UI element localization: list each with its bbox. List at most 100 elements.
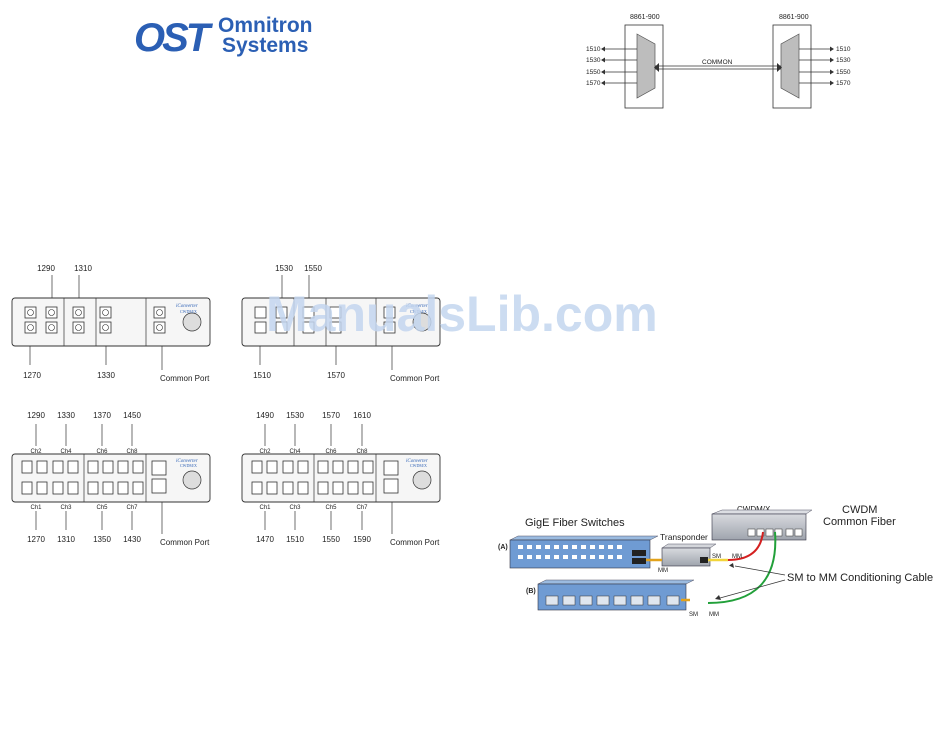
switches-label: GigE Fiber Switches <box>525 517 625 529</box>
switch-a-body <box>509 539 651 569</box>
top-ch-1: Ch2 <box>30 449 42 455</box>
left-port-4: 1570 <box>586 80 601 87</box>
unit-right-prism <box>780 33 800 99</box>
bottom-ch-2: Ch3 <box>60 505 72 511</box>
bottom-label-2: 1570 <box>327 371 345 380</box>
top-label-4: 1610 <box>353 411 371 420</box>
switch-b-body <box>537 583 687 611</box>
bottom-label-1: 1470 <box>256 535 274 544</box>
cwdm-label: CWDM/X <box>737 505 771 514</box>
logo-line1: Omnitron <box>218 14 313 37</box>
bottom-ch-3: Ch5 <box>96 505 108 511</box>
bottom-label-1: 1510 <box>253 371 271 380</box>
top-ch-2: Ch4 <box>60 449 72 455</box>
panel-8ch-a: iConverter CWDM/X 1290 1330 1370 1450 Ch… <box>11 411 211 547</box>
logo-mark: OST <box>134 16 214 60</box>
bottom-label-3: 1350 <box>93 535 111 544</box>
bottom-label-1: 1270 <box>23 371 41 380</box>
panel-model: CWDM/X <box>180 309 197 314</box>
mux-diagram: 8861-900 8861-900 COMMON 1510 1530 1550 … <box>586 14 851 109</box>
unit-left-prism <box>636 33 656 99</box>
mm-label-3: MM <box>709 612 719 618</box>
right-port-arrows <box>799 46 834 86</box>
switch-b-top <box>537 579 695 585</box>
bottom-ch-1: Ch1 <box>30 505 42 511</box>
top-label-1: 1530 <box>275 264 293 273</box>
bottom-label-5: Common Port <box>160 538 210 547</box>
transponder-label: Transponder <box>660 532 708 542</box>
switch-a-top <box>509 535 659 541</box>
sm-label-1: SM <box>712 554 721 560</box>
panel-brand: iConverter <box>406 459 428 464</box>
panel-brand: iConverter <box>176 459 198 464</box>
bottom-ch-2: Ch3 <box>289 505 301 511</box>
top-label-1: 1290 <box>37 264 55 273</box>
bottom-label-2: 1510 <box>286 535 304 544</box>
right-port-1: 1510 <box>836 46 851 53</box>
top-ch-1: Ch2 <box>259 449 271 455</box>
top-ch-3: Ch6 <box>325 449 337 455</box>
sm-label-2: SM <box>689 612 698 618</box>
watermark: ManualsLib.com <box>266 286 658 342</box>
cwdmx-top <box>711 509 813 515</box>
top-label-2: 1310 <box>74 264 92 273</box>
common-link-label: COMMON <box>702 59 733 66</box>
panel-model: CWDM/X <box>410 309 427 314</box>
panel-brand: iConverter <box>406 304 428 309</box>
panel-model: CWDM/X <box>180 463 197 468</box>
top-label-3: 1370 <box>93 411 111 420</box>
bottom-label-3: 1550 <box>322 535 340 544</box>
left-port-2: 1530 <box>586 57 601 64</box>
top-ch-3: Ch6 <box>96 449 108 455</box>
unit-right-label: 8861-900 <box>779 14 809 21</box>
bottom-ch-4: Ch7 <box>356 505 368 511</box>
top-ch-4: Ch8 <box>126 449 138 455</box>
bottom-label-2: 1310 <box>57 535 75 544</box>
bottom-label-5: Common Port <box>390 538 440 547</box>
top-label-2: 1330 <box>57 411 75 420</box>
left-port-arrows <box>601 46 637 86</box>
common-fiber-line2: Common Fiber <box>823 516 896 528</box>
cable-label: SM to MM Conditioning Cable <box>787 572 933 584</box>
top-label-2: 1550 <box>304 264 322 273</box>
bottom-label-2: 1330 <box>97 371 115 380</box>
mm-label-1: MM <box>658 568 668 574</box>
left-port-3: 1550 <box>586 69 601 76</box>
green-cable <box>707 531 777 604</box>
logo-line2: Systems <box>222 34 308 57</box>
panel-model: CWDM/X <box>410 463 427 468</box>
panel-brand: iConverter <box>176 304 198 309</box>
top-ch-2: Ch4 <box>289 449 301 455</box>
top-label-3: 1570 <box>322 411 340 420</box>
right-port-4: 1570 <box>836 80 851 87</box>
panel-8ch-b: iConverter CWDM/X 1490 1530 1570 1610 Ch… <box>241 411 441 547</box>
top-label-2: 1530 <box>286 411 304 420</box>
unit-left-label: 8861-900 <box>630 14 660 21</box>
mm-label-2: MM <box>732 554 742 560</box>
top-label-1: 1290 <box>27 411 45 420</box>
bottom-ch-3: Ch5 <box>325 505 337 511</box>
bottom-label-1: 1270 <box>27 535 45 544</box>
bottom-label-4: 1590 <box>353 535 371 544</box>
right-port-2: 1530 <box>836 57 851 64</box>
right-port-3: 1550 <box>836 69 851 76</box>
bottom-label-4: 1430 <box>123 535 141 544</box>
top-ch-4: Ch8 <box>356 449 368 455</box>
switch-a-label: (A) <box>498 544 508 551</box>
common-fiber-line1: CWDM <box>842 504 877 516</box>
transponder-body <box>661 547 711 567</box>
top-label-1: 1490 <box>256 411 274 420</box>
transponder-top <box>661 543 717 549</box>
bottom-label-3: Common Port <box>160 374 210 383</box>
omnitron-logo: OST Omnitron Systems <box>134 14 313 60</box>
bottom-ch-4: Ch7 <box>126 505 138 511</box>
top-label-4: 1450 <box>123 411 141 420</box>
panel-4ch-b: iConverter CWDM/X 1530 1550 1510 1570 Co… <box>241 264 441 383</box>
red-cable <box>727 531 764 561</box>
panel-4ch-a: iConverter CWDM/X 1290 1310 1270 1330 Co… <box>11 264 211 383</box>
switch-b-label: (B) <box>526 588 536 595</box>
bottom-label-3: Common Port <box>390 374 440 383</box>
network-diagram: GigE Fiber Switches Transponder CWDM/X C… <box>498 504 933 618</box>
left-port-1: 1510 <box>586 46 601 53</box>
